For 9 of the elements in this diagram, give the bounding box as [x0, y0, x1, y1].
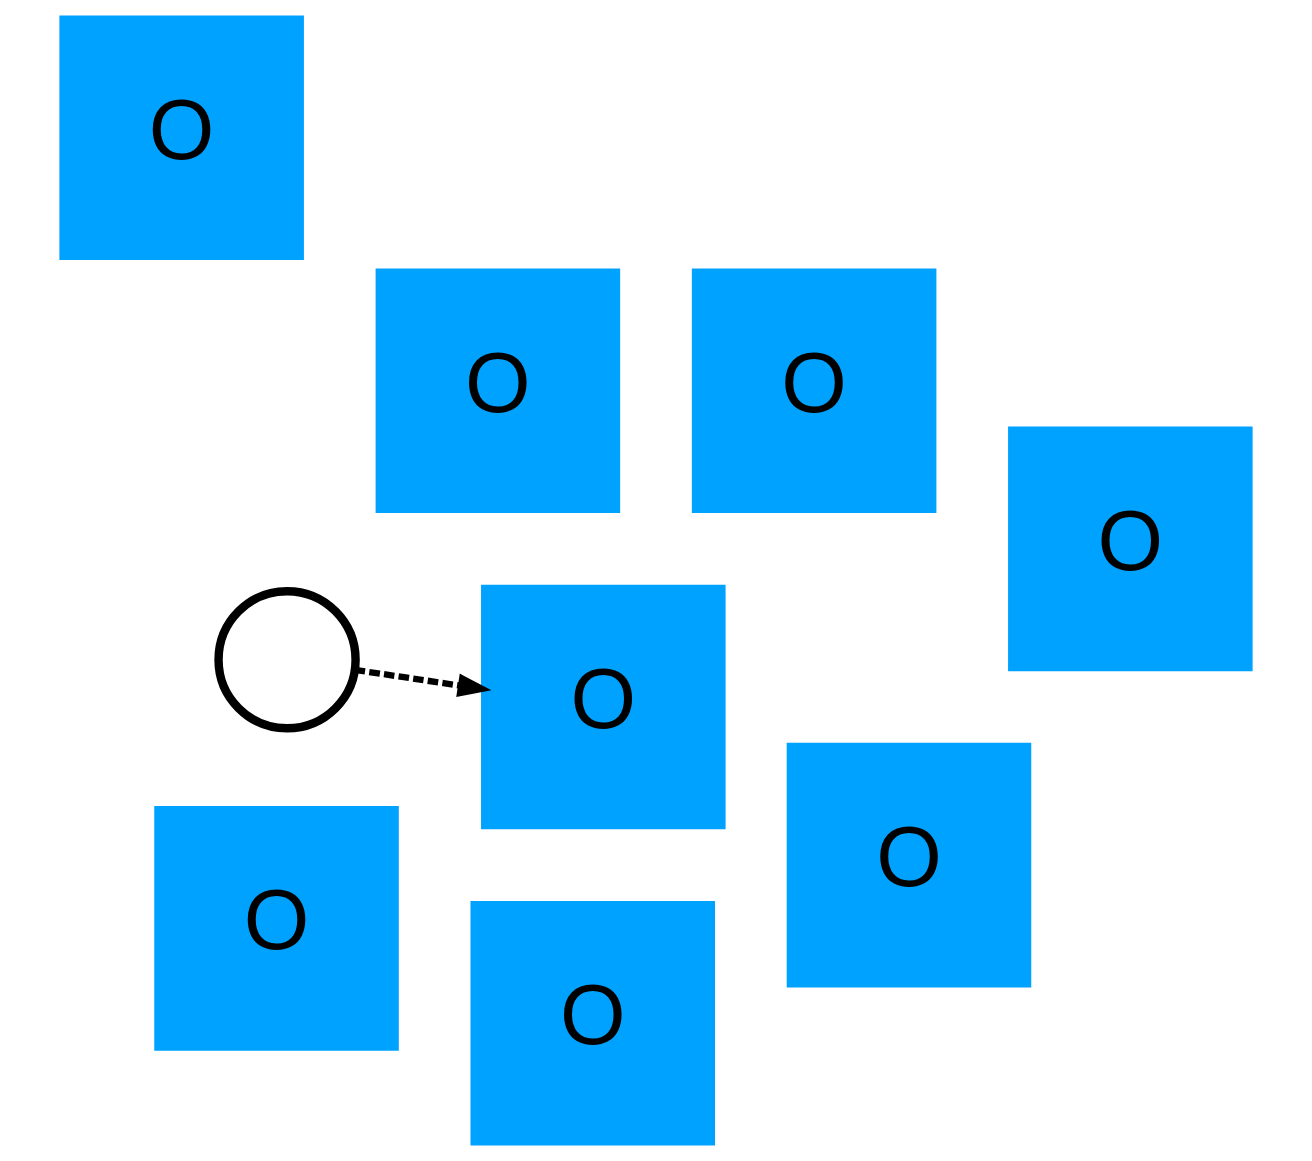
- node-box: O: [786, 742, 1032, 988]
- node-box: O: [691, 268, 937, 514]
- node-box: O: [1008, 426, 1253, 672]
- node-circle: [214, 587, 360, 733]
- node-box: O: [375, 268, 621, 514]
- node-box: O: [481, 584, 726, 830]
- node-box: O: [470, 900, 716, 1146]
- node-box: O: [59, 15, 304, 261]
- node-box: O: [154, 806, 399, 1051]
